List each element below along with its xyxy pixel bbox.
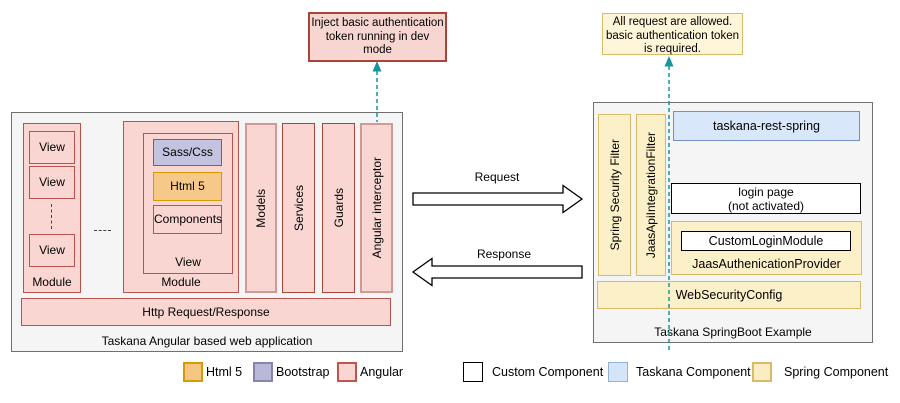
legend-item-taskana: Taskana Component: [608, 361, 751, 383]
jaas-authentication-provider-label: JaasAuthenicationProvider: [692, 257, 841, 271]
models-pillar: Models: [245, 123, 277, 293]
guards-label: Guards: [331, 188, 346, 228]
module-box-left: View View View Module: [23, 123, 81, 293]
services-pillar: Services: [282, 123, 315, 293]
angular-app-title: Taskana Angular based web application: [101, 334, 313, 348]
legend-item-custom: Custom Component: [463, 361, 603, 383]
vertical-ellipsis: [51, 204, 52, 229]
view-box: View: [29, 234, 75, 267]
springboot-container: Spring Security Filter JaasApiIntegratio…: [593, 102, 873, 343]
login-page-box: login page (not activated): [671, 183, 861, 214]
legend-item-html5: Html 5: [183, 361, 242, 383]
legend-label: Spring Component: [784, 365, 889, 379]
spring-security-filter-label: Spring Security Filter: [607, 139, 622, 251]
legend-label: Html 5: [206, 365, 243, 379]
taskana-rest-spring-box: taskana-rest-spring: [673, 111, 860, 141]
annotation-inject-token: Inject basic authentication token runnin…: [308, 12, 447, 62]
services-label: Services: [291, 184, 306, 231]
view-box: View: [29, 131, 75, 164]
legend-label: Custom Component: [492, 365, 604, 379]
custom-login-module-box: CustomLoginModule: [681, 231, 851, 251]
legend-item-angular: Angular: [337, 361, 403, 383]
components-box: Components: [153, 205, 222, 234]
angular-interceptor-pillar: Angular interceptor: [360, 123, 393, 293]
jaas-authentication-provider-box: CustomLoginModule JaasAuthenicationProvi…: [671, 221, 862, 275]
legend-label: Taskana Component: [636, 365, 751, 379]
html5-box: Html 5: [153, 172, 222, 201]
spring-component-swatch: [752, 362, 772, 382]
view-box: View: [29, 166, 75, 199]
module-label: Module: [161, 275, 201, 289]
legend-label: Bootstrap: [276, 365, 330, 379]
bootstrap-swatch: [253, 362, 273, 382]
arrowhead-up-right: [664, 56, 674, 67]
legend-label: Angular: [360, 365, 404, 379]
legend-item-spring: Spring Component: [752, 361, 888, 383]
angular-swatch: [337, 362, 357, 382]
module-label: Module: [32, 275, 72, 289]
spring-security-filter-box: Spring Security Filter: [598, 114, 631, 276]
models-label: Models: [254, 188, 268, 228]
sass-css-box: Sass/Css: [153, 139, 222, 166]
angular-interceptor-label: Angular interceptor: [369, 157, 384, 259]
custom-component-swatch: [463, 362, 483, 382]
legend-item-bootstrap: Bootstrap: [253, 361, 330, 383]
module-box-right: Sass/Css Html 5 Components View Module: [123, 121, 239, 293]
response-arrow-label: Response: [476, 247, 532, 261]
annotation-requests-allowed: All request are allowed. basic authentic…: [602, 13, 743, 55]
jaas-api-integration-filter-box: JaasApiIntegrationFilter: [636, 114, 666, 276]
guards-pillar: Guards: [322, 123, 355, 293]
taskana-component-swatch: [608, 362, 628, 382]
angular-app-container: View View View Module Sass/Css Html 5 Co…: [11, 112, 403, 352]
jaas-api-integration-filter-label: JaasApiIntegrationFilter: [644, 131, 658, 259]
arrowhead-up-left: [372, 61, 382, 72]
view-box-detailed: Sass/Css Html 5 Components View: [143, 133, 233, 274]
horizontal-ellipsis: [94, 230, 111, 231]
request-arrow-label: Request: [474, 170, 520, 184]
http-request-response-bar: Http Request/Response: [21, 298, 391, 326]
view-label: View: [175, 255, 201, 269]
request-block-arrow: [412, 184, 584, 214]
web-security-config-box: WebSecurityConfig: [597, 281, 861, 309]
springboot-title: Taskana SpringBoot Example: [654, 325, 812, 339]
response-block-arrow: [411, 257, 583, 287]
html5-swatch: [183, 362, 203, 382]
